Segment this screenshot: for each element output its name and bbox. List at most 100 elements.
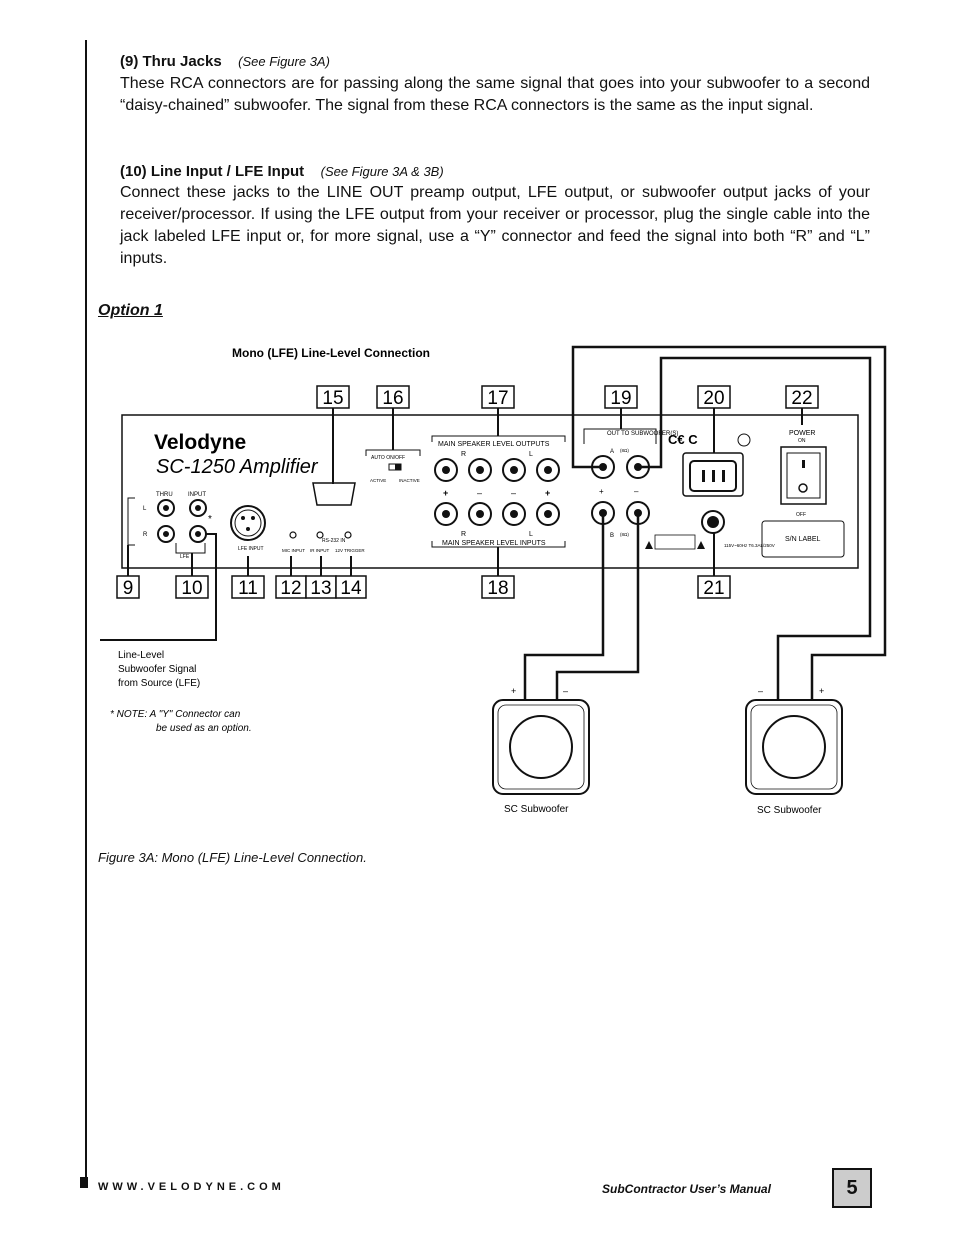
svg-text:15: 15 xyxy=(322,388,343,409)
ir-jack xyxy=(316,531,324,539)
source-wire xyxy=(100,533,217,641)
plus-sign: + xyxy=(599,487,604,496)
ce-mark: C€ C xyxy=(668,432,698,447)
figure-reference: (See Figure 3A & 3B) xyxy=(320,164,444,179)
inputs-l-label: L xyxy=(529,531,533,538)
wire-a-minus xyxy=(638,356,872,700)
callout-17: 17 xyxy=(481,385,515,409)
sub2-minus: – xyxy=(758,686,763,696)
callout-11: 11 xyxy=(231,575,265,599)
plus-sign: + xyxy=(545,488,550,498)
input-label: INPUT xyxy=(188,492,206,498)
fuse-cap xyxy=(707,516,719,528)
source-label-1: Line-Level xyxy=(118,650,164,661)
minus-sign: – xyxy=(477,488,482,498)
out-to-sub-label: OUT TO SUBWOOFER(S) xyxy=(607,431,678,437)
subwoofer-1-inner xyxy=(497,704,585,790)
amplifier-panel xyxy=(121,414,859,569)
jack-pin xyxy=(163,531,169,537)
ac-pin xyxy=(702,470,705,482)
off-label: OFF xyxy=(796,512,806,518)
ac-socket xyxy=(689,460,737,492)
plus-sign: + xyxy=(443,488,448,498)
ir-input-label: IR INPUT xyxy=(310,548,330,553)
heading-text: (9) Thru Jacks xyxy=(120,53,222,70)
on-label: ON xyxy=(798,438,806,444)
callout-10: 10 xyxy=(175,575,209,599)
footer-website: WWW.VELODYNE.COM xyxy=(98,1181,285,1193)
svg-text:17: 17 xyxy=(487,388,508,409)
input-terminals xyxy=(434,502,560,526)
power-off-mark xyxy=(798,483,808,493)
svg-text:14: 14 xyxy=(340,578,362,599)
callout-21: 21 xyxy=(697,575,731,599)
etl-mark xyxy=(737,433,751,447)
b-label: B xyxy=(610,533,614,539)
note-line-2: be used as an option. xyxy=(156,723,252,734)
auto-onoff-label: AUTO ON/OFF xyxy=(371,455,405,461)
sub-b-terminals xyxy=(591,501,650,525)
inputs-r-label: R xyxy=(461,531,466,538)
margin-rule-end xyxy=(80,1177,88,1188)
minus-sign: – xyxy=(634,487,639,496)
trigger-jack xyxy=(344,531,352,539)
auto-switch-knob xyxy=(395,464,401,470)
inactive-label: INACTIVE xyxy=(399,478,420,483)
brand-logo: Velodyne xyxy=(154,431,246,454)
mic-input-label: MIC INPUT xyxy=(282,548,305,553)
thru-label: THRU xyxy=(156,492,173,498)
svg-text:16: 16 xyxy=(382,388,403,409)
power-switch xyxy=(780,446,827,505)
mic-jack xyxy=(289,531,297,539)
section-heading-line-input: (10) Line Input / LFE Input (See Figure … xyxy=(120,163,444,181)
callout-9: 9 xyxy=(116,575,140,599)
figure-caption: Figure 3A: Mono (LFE) Line-Level Connect… xyxy=(98,850,367,865)
callout-15: 15 xyxy=(316,385,350,409)
xlr-connector xyxy=(230,505,266,541)
lfe-bracket xyxy=(175,543,206,554)
output-terminals xyxy=(434,458,560,482)
heading-text: (10) Line Input / LFE Input xyxy=(120,163,305,180)
source-label-3: from Source (LFE) xyxy=(118,678,200,689)
power-label: POWER xyxy=(789,430,815,437)
main-inputs-label: MAIN SPEAKER LEVEL INPUTS xyxy=(442,540,546,547)
ac-pin xyxy=(722,470,725,482)
warning-label xyxy=(654,534,696,550)
callout-18: 18 xyxy=(481,575,515,599)
r-label: R xyxy=(143,532,148,538)
callout-12: 12 xyxy=(275,575,307,599)
lr-bracket xyxy=(127,497,135,546)
wire-a-plus xyxy=(571,345,887,700)
page-number: 5 xyxy=(832,1168,872,1208)
sub1-minus: – xyxy=(563,686,568,696)
jack-pin xyxy=(195,505,201,511)
a-label: A xyxy=(610,449,614,455)
svg-text:12: 12 xyxy=(280,578,301,599)
svg-text:20: 20 xyxy=(703,388,724,409)
l-label: L xyxy=(143,506,147,512)
ohm-label: (8Ω) xyxy=(620,448,629,453)
xlr-pin xyxy=(251,516,255,520)
wire-b-minus xyxy=(555,513,640,700)
star-mark: * xyxy=(208,514,212,525)
ac-pin xyxy=(712,470,715,482)
minus-sign: – xyxy=(511,488,516,498)
section-heading-thru: (9) Thru Jacks (See Figure 3A) xyxy=(120,53,330,71)
callout-13: 13 xyxy=(305,575,337,599)
warning-icon xyxy=(697,541,705,549)
footer-manual-title: SubContractor User’s Manual xyxy=(602,1182,771,1196)
trigger-label: 12V TRIGGER xyxy=(335,548,365,553)
subwoofer-2-label: SC Subwoofer xyxy=(757,805,822,816)
power-on-mark xyxy=(802,460,805,468)
xlr-ring xyxy=(234,509,262,537)
rs232-port xyxy=(312,482,356,506)
callout-19: 19 xyxy=(604,385,638,409)
diagram-title: Mono (LFE) Line-Level Connection xyxy=(232,346,430,360)
jack-pin xyxy=(195,531,201,537)
xlr-pin xyxy=(241,516,245,520)
subwoofer-1-label: SC Subwoofer xyxy=(504,804,569,815)
lfe-input-label: LFE INPUT xyxy=(238,546,264,552)
callout-16: 16 xyxy=(376,385,410,409)
svg-text:13: 13 xyxy=(310,578,331,599)
